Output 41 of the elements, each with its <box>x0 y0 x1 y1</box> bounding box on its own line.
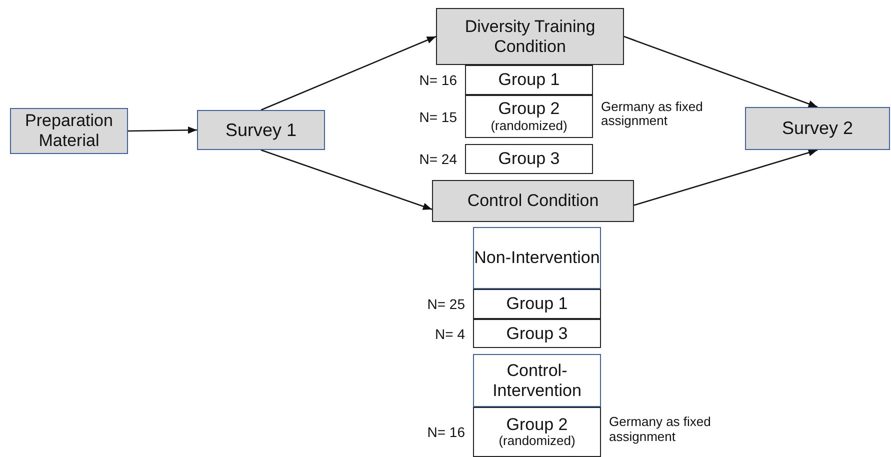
node-label: Control-Intervention <box>492 360 582 400</box>
node-label: Group 2 <box>498 99 560 119</box>
sample-size: N= 24 <box>419 151 457 168</box>
group-box <box>473 319 601 348</box>
note-text: Germany as fixed assignment <box>609 415 712 445</box>
survey-box <box>745 107 890 150</box>
survey-box <box>197 110 325 150</box>
arrow <box>128 126 197 134</box>
node-label: Survey 2 <box>782 118 854 139</box>
note-text: Germany as fixed assignment <box>601 100 704 130</box>
group-box <box>473 289 601 319</box>
sample-size: N= 16 <box>419 72 457 88</box>
node-label: Group 3 <box>506 324 568 344</box>
node-label: Group 3 <box>498 149 560 169</box>
node-label: Non-Intervention <box>474 248 600 268</box>
process-box <box>10 108 128 154</box>
group-box <box>465 65 593 95</box>
sample-size: N= 4 <box>435 326 465 342</box>
subcondition-box <box>473 227 601 289</box>
group-box <box>473 407 601 457</box>
arrow <box>260 149 432 210</box>
arrow <box>624 36 818 108</box>
node-label: Group 1 <box>506 294 568 314</box>
node-label: Group 2 <box>506 414 568 434</box>
group-box <box>465 144 593 174</box>
condition-box <box>436 8 624 65</box>
node-label: Diversity Training Condition <box>464 16 596 56</box>
sample-size: N= 15 <box>419 108 457 125</box>
node-label: Control Condition <box>467 191 599 211</box>
arrow <box>634 149 818 206</box>
node-label: Preparation Material <box>24 111 114 151</box>
node-label: Group 1 <box>498 70 560 90</box>
group-box <box>465 95 593 138</box>
condition-box <box>432 180 634 222</box>
subcondition-box <box>473 354 601 407</box>
node-note: (randomized) <box>498 434 576 450</box>
sample-size: N= 25 <box>427 296 465 312</box>
node-label: Survey 1 <box>225 120 297 140</box>
node-note: (randomized) <box>490 118 568 134</box>
arrow <box>260 36 436 111</box>
sample-size: N= 16 <box>427 424 465 440</box>
